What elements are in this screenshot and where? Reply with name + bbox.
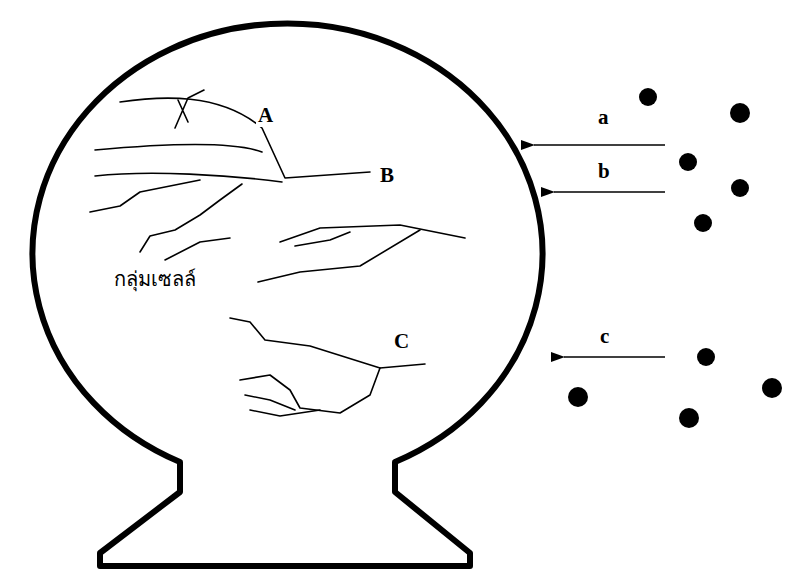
cell-branches <box>90 90 465 416</box>
inflow-arrows <box>534 145 665 357</box>
arrow-letter: c <box>598 325 611 348</box>
particles <box>568 88 782 428</box>
cell-group-label: กลุ่มเซลล์ <box>112 268 198 290</box>
arrow-letter: a <box>596 106 611 129</box>
part-letter: C <box>392 330 411 353</box>
arrow-letter: b <box>596 160 612 183</box>
part-letter: A <box>256 104 275 127</box>
flask-outline <box>33 23 543 566</box>
part-letter: B <box>378 164 396 187</box>
